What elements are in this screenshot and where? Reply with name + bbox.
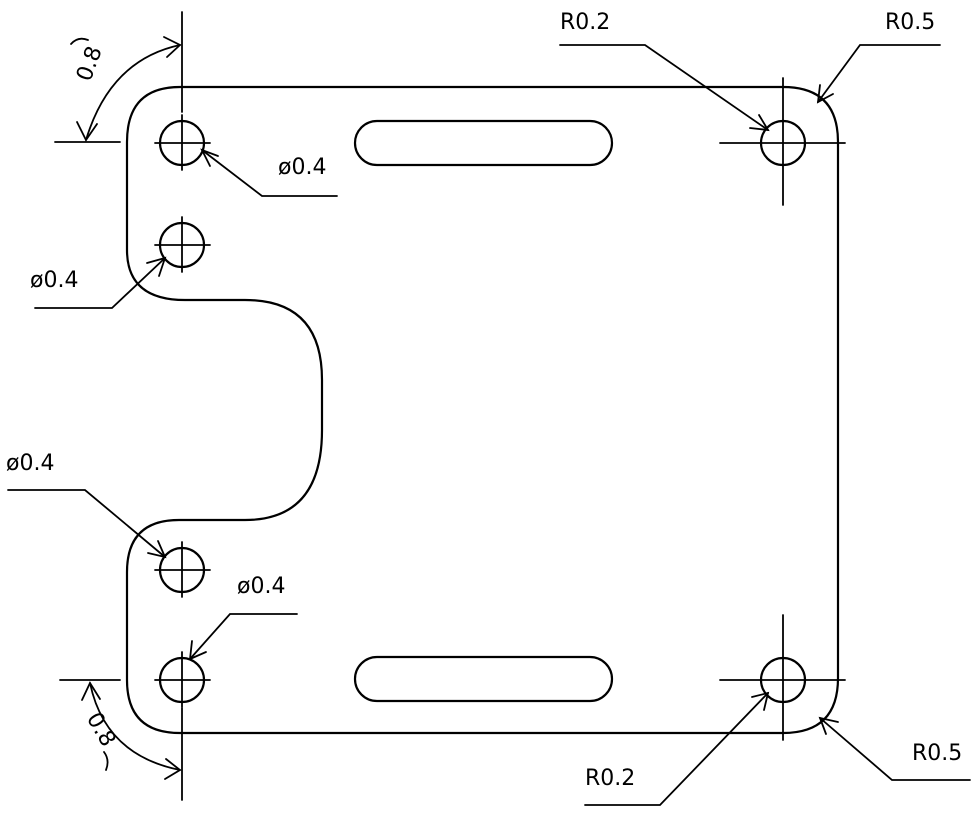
leader-hole-lower-left [7,489,167,559]
plate-outline [125,85,840,735]
hole-top-right [719,77,846,206]
label-hole-lower-left: ø0.4 [6,451,54,476]
arc-symbol-top-left [70,37,89,45]
hole-upper-left [154,216,211,273]
leader-hole-top-left [200,148,338,197]
arc-symbol-bottom-left [103,751,109,771]
label-hole-top-left: ø0.4 [278,155,326,180]
label-radius-hole-top-right: R0.2 [560,10,610,35]
slot-top [353,119,614,167]
angle-label-bottom-left: 0.8 [81,708,120,751]
leader-hole-bottom-left [188,613,298,661]
angle-dimension-bottom-left [59,679,183,801]
hole-lower-left [154,541,211,598]
hole-top-left [154,114,211,171]
angle-dimension-top-left [54,11,183,143]
hole-bottom-right [719,614,846,741]
leader-radius-corner-top-right [816,44,941,104]
label-hole-bottom-left: ø0.4 [237,574,285,599]
label-radius-corner-top-right: R0.5 [885,10,935,35]
slot-bottom [353,655,614,703]
angle-label-top-left: 0.8 [72,43,107,84]
leader-radius-hole-bottom-right [584,691,770,806]
label-radius-corner-bottom-right: R0.5 [912,741,962,766]
leader-hole-upper-left [34,256,167,309]
label-radius-hole-bottom-right: R0.2 [585,766,635,791]
leader-radius-hole-top-right [559,44,770,132]
hole-bottom-left [154,651,211,708]
leader-radius-corner-bottom-right [818,716,971,781]
label-hole-upper-left: ø0.4 [30,268,78,293]
